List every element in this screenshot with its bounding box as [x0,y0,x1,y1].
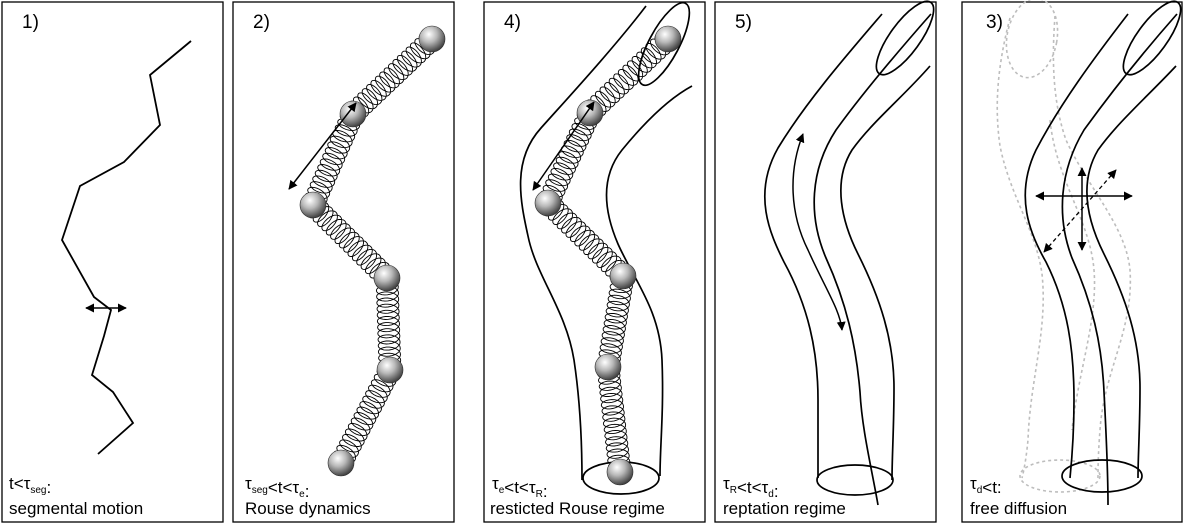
regime-caption: Rouse dynamics [245,499,371,518]
condition-text: <t<τ [737,478,769,497]
condition-subscript: seg [30,485,46,496]
panel-frame [2,2,223,522]
regime-caption: resticted Rouse regime [490,499,665,518]
bead [595,354,621,380]
panel-2: 2) τseg<t<τe: Rouse dynamics [233,2,454,522]
bead [377,357,403,383]
regime-caption: segmental motion [9,499,143,518]
panel-number: 3) [986,12,1003,33]
bead [328,450,354,476]
panel-frame [484,2,705,522]
bead [610,263,636,289]
panel-4: 5) τR<t<τd: reptation regime [715,0,943,522]
condition-text: <t<τ [268,478,300,497]
panel-number: 1) [22,12,39,33]
bead [340,101,366,127]
panel-3: 4) τe<t<τR: resticted Rouse regime [484,0,705,522]
bead [535,190,561,216]
panel-frame [233,2,454,522]
condition-text: <t: [982,478,1001,497]
panel-frame [715,2,936,522]
regime-caption: reptation regime [723,499,846,518]
panel-number: 5) [735,12,752,33]
bead [300,192,326,218]
condition-subscript: seg [252,485,268,496]
panel-number: 2) [253,12,270,33]
panel-number: 4) [504,12,521,33]
condition-text: <t<τ [504,478,536,497]
panel-5: 3) τd<t: free diffusion [962,0,1184,522]
bead [655,26,681,52]
panel-1: 1) t<τseg: segmental motion [2,2,223,522]
bead [419,26,445,52]
condition-subscript: R [730,485,737,496]
regime-caption: free diffusion [970,499,1067,518]
bead [374,265,400,291]
condition-text: t<τ [9,474,31,493]
bead [607,459,633,485]
condition-text: : [47,478,52,497]
